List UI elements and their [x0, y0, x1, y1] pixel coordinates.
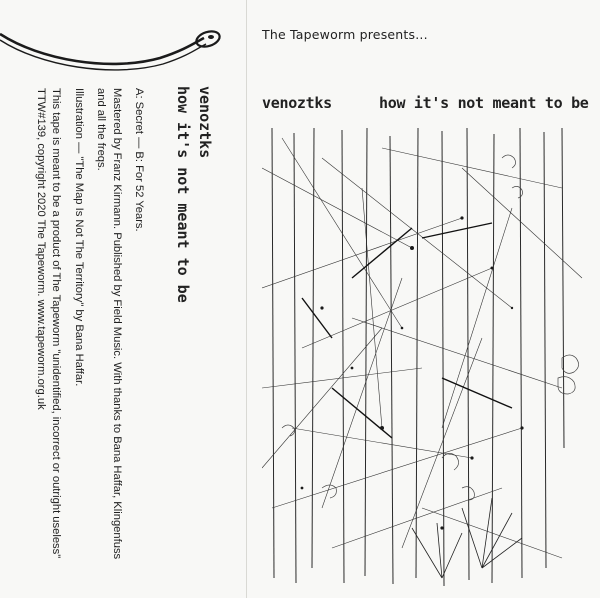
presents-line: The Tapeworm presents... — [262, 27, 428, 42]
notes-illustration: Illustration — "The Map Is Not The Terri… — [72, 88, 85, 387]
spine-title-block: venoztks how it's not meant to be — [168, 86, 216, 316]
notes-tracks: A: Secret — B: For 52 Years. — [133, 88, 145, 232]
notes-credits-2: and all the freqs. — [95, 88, 108, 171]
liner-notes: A: Secret — B: For 52 Years. Mastered by… — [0, 88, 150, 588]
front-album-title: how it's not meant to be — [379, 94, 589, 112]
notes-copyright: TTW#139, copyright 2020 The Tapeworm. ww… — [35, 88, 48, 410]
notes-product: This tape is meant to be a product of Th… — [50, 88, 63, 559]
fold-line — [246, 0, 247, 598]
tapeworm-logo-icon — [0, 30, 221, 71]
cover-illustration — [262, 128, 583, 587]
front-artist-name: venoztks — [262, 94, 332, 112]
spine-album-title: how it's not meant to be — [174, 86, 192, 303]
spine-artist-name: venoztks — [196, 86, 214, 159]
notes-credits-1: Mastered by Franz Kirmann. Published by … — [110, 88, 123, 560]
